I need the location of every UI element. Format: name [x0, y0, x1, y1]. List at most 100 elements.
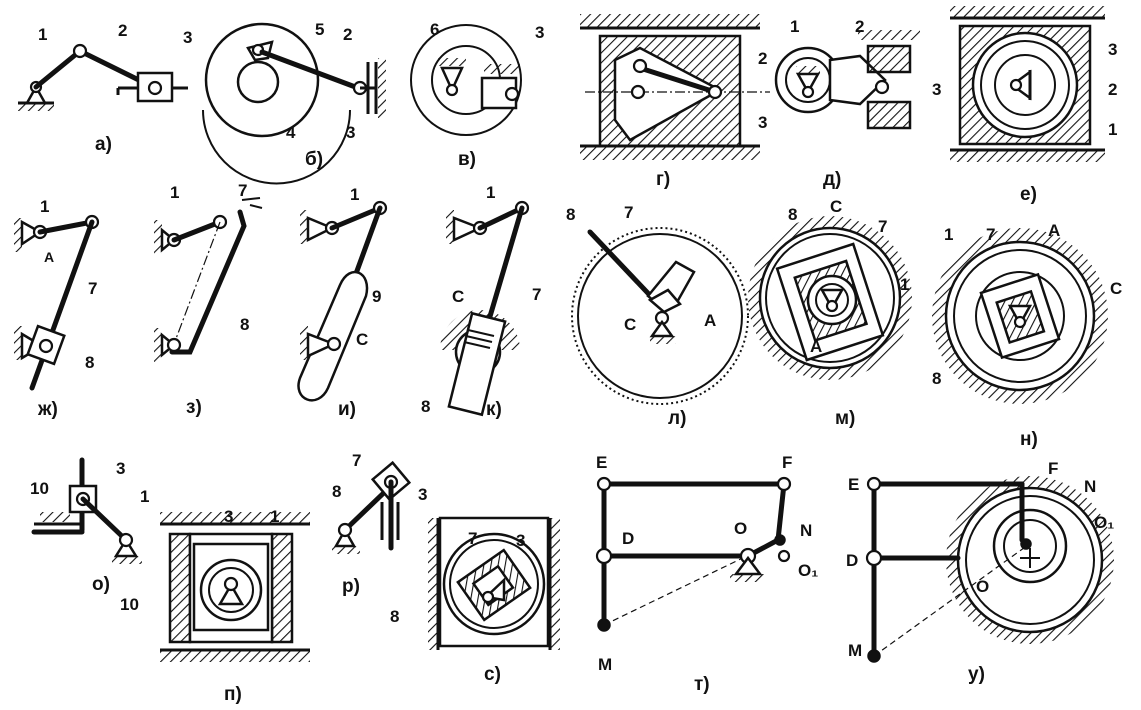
- label-A: А: [810, 337, 822, 356]
- label-4: 4: [286, 123, 296, 142]
- panel-caption: м): [835, 408, 855, 429]
- label-3: 3: [516, 531, 525, 550]
- label-3: 3: [1108, 40, 1117, 59]
- panel-u: E F N O₁ D O M у): [846, 459, 1114, 685]
- label-1: 1: [944, 225, 953, 244]
- label-1: 1: [40, 197, 49, 216]
- label-1: 1: [350, 185, 359, 204]
- label-F: F: [782, 453, 792, 472]
- panel-caption: г): [656, 169, 670, 190]
- ground-hatch: [18, 103, 54, 111]
- panel-caption: л): [668, 408, 686, 429]
- label-7: 7: [624, 203, 633, 222]
- panel-p: 3 1 10 п): [120, 507, 310, 705]
- panel-l: 8 7 С А л): [566, 203, 749, 429]
- label-2: 2: [118, 21, 127, 40]
- label-3: 3: [932, 80, 941, 99]
- label-8: 8: [240, 315, 249, 334]
- label-8: 8: [421, 397, 430, 416]
- label-O1: O₁: [798, 561, 818, 580]
- label-D: D: [846, 551, 858, 570]
- label-8: 8: [332, 482, 341, 501]
- label-2: 2: [855, 17, 864, 36]
- panel-caption: е): [1020, 184, 1037, 205]
- panel-a: 1 2 3 а): [18, 21, 192, 155]
- panel-caption: и): [338, 399, 356, 420]
- panel-caption: б): [305, 149, 323, 170]
- label-E: E: [848, 475, 859, 494]
- label-D: D: [622, 529, 634, 548]
- panel-zh: 1 А 7 8 ж): [14, 197, 100, 420]
- panel-m: 8 С 7 1 А м): [748, 197, 912, 429]
- panel-caption: в): [458, 149, 476, 170]
- label-C: С: [624, 315, 636, 334]
- label-M: M: [598, 655, 612, 674]
- label-5: 5: [315, 20, 324, 39]
- label-1: 1: [140, 487, 149, 506]
- label-7: 7: [352, 451, 361, 470]
- label-8: 8: [932, 369, 941, 388]
- label-7: 7: [88, 279, 97, 298]
- label-N: N: [1084, 477, 1096, 496]
- label-8: 8: [390, 607, 399, 626]
- label-1: 1: [486, 183, 495, 202]
- panel-t: E F D O N O₁ M т): [595, 453, 818, 695]
- panel-v: 6 3 в): [410, 20, 544, 170]
- label-1: 1: [170, 183, 179, 202]
- label-1: 1: [1108, 120, 1117, 139]
- panel-n: 1 7 А С 8 н): [932, 221, 1122, 450]
- panel-caption: а): [95, 134, 112, 155]
- label-A: А: [44, 249, 54, 265]
- label-2: 2: [758, 49, 767, 68]
- label-7: 7: [532, 285, 541, 304]
- label-3: 3: [535, 23, 544, 42]
- label-6: 6: [430, 20, 439, 39]
- label-7: 7: [238, 181, 247, 200]
- panel-r: 7 8 3 р): [332, 451, 427, 597]
- panel-z: 1 7 8 з): [154, 181, 263, 418]
- label-3: 3: [346, 123, 355, 142]
- label-O: O: [976, 577, 989, 596]
- label-1: 1: [790, 17, 799, 36]
- panel-caption: у): [968, 664, 985, 685]
- panel-caption: н): [1020, 429, 1038, 450]
- label-A: А: [1048, 221, 1060, 240]
- label-7: 7: [468, 529, 477, 548]
- panel-caption: п): [224, 684, 242, 705]
- label-8: 8: [566, 205, 575, 224]
- panel-caption: с): [484, 664, 501, 685]
- label-2: 2: [343, 25, 352, 44]
- panel-o: 10 3 1 о): [30, 457, 149, 595]
- label-C: С: [1110, 279, 1122, 298]
- label-7: 7: [878, 217, 887, 236]
- label-C: С: [830, 197, 842, 216]
- panel-d: 1 2 3 д): [774, 17, 941, 190]
- label-N: N: [800, 521, 812, 540]
- panel-caption: к): [486, 399, 502, 420]
- panel-caption: з): [186, 397, 202, 418]
- label-A: А: [704, 311, 716, 330]
- panel-s: 7 3 8 с): [390, 516, 560, 685]
- label-C: С: [452, 287, 464, 306]
- label-10: 10: [30, 479, 49, 498]
- label-E: E: [596, 453, 607, 472]
- panel-g: 2 3 г): [580, 14, 770, 190]
- label-8: 8: [85, 353, 94, 372]
- panel-caption: о): [92, 574, 110, 595]
- label-M: M: [848, 641, 862, 660]
- label-10: 10: [120, 595, 139, 614]
- panel-i: 1 9 С и): [297, 185, 388, 420]
- ground-support-icon: [24, 84, 48, 105]
- label-3: 3: [418, 485, 427, 504]
- label-1: 1: [270, 507, 279, 526]
- label-1: 1: [900, 275, 909, 294]
- label-O1: O₁: [1094, 513, 1114, 532]
- panel-k: 1 С 7 8 к): [421, 183, 541, 420]
- panel-e: 3 2 1 е): [950, 6, 1117, 205]
- label-3: 3: [183, 28, 192, 47]
- label-F: F: [1048, 459, 1058, 478]
- panel-caption: д): [823, 169, 841, 190]
- label-2: 2: [1108, 80, 1117, 99]
- panel-caption: т): [694, 674, 710, 695]
